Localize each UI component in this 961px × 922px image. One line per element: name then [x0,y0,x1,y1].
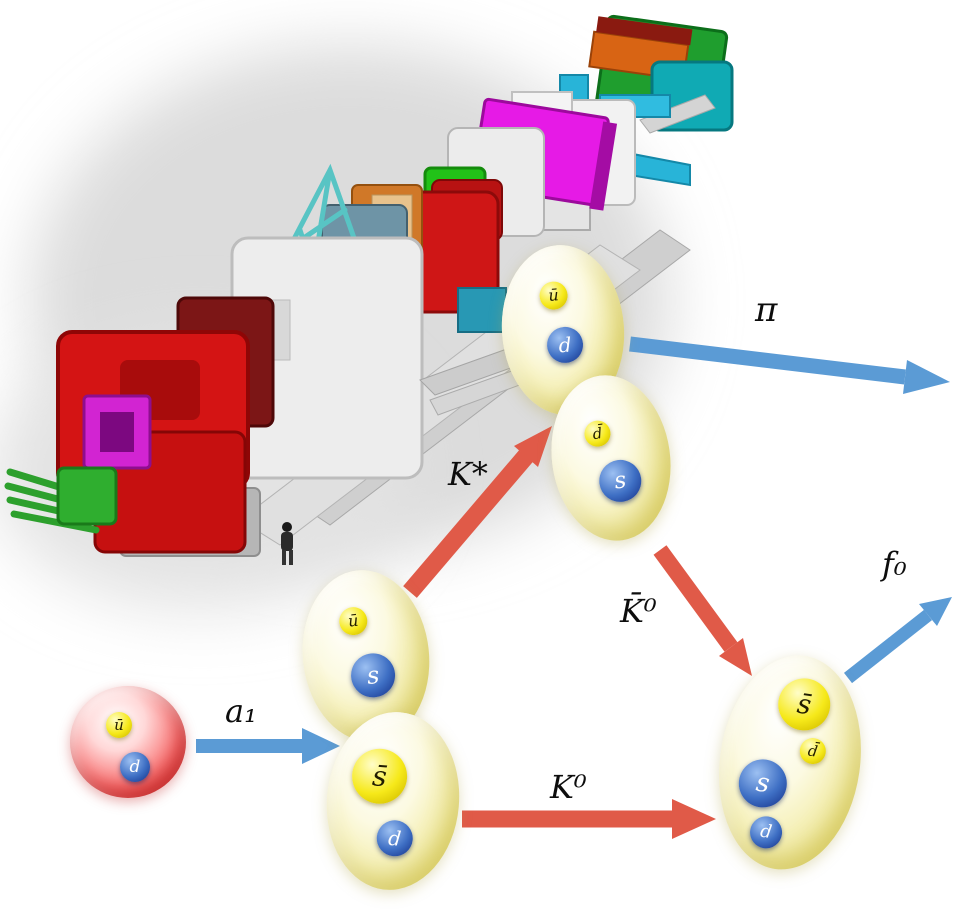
quark-sbar: s̄ [349,746,410,807]
human-scale-figure [281,522,293,565]
quark-s: s [735,756,790,811]
detector-gray-rail-right [639,94,716,134]
quark-ubar: ū [337,605,369,637]
arrow-a1 [196,728,340,764]
label-kbar0: K̄⁰ [620,592,657,630]
arrow-pi [629,336,950,394]
quark-ubar: ū [538,280,569,311]
detector-green-box-left [56,466,118,526]
quark-d: d [120,752,150,782]
initial-meson: ū d [70,686,186,798]
quark-sbar: s̄ [774,675,834,734]
detector-magenta-frame [82,394,152,470]
quark-d: d [545,325,585,365]
detector-teal-truss [267,163,363,293]
arrow-kstar [403,426,552,598]
detector-render [4,14,734,565]
label-k0: K⁰ [550,768,587,806]
arrow-kbar0 [653,545,752,676]
detector-cyan-small [457,287,507,333]
label-pi: π [755,290,778,330]
quark-s: s [596,457,644,505]
label-f0: f₀ [882,545,907,583]
quark-ubar: ū [106,712,132,738]
quark-dbar: d̄ [582,418,613,449]
quark-d: d [747,814,785,851]
quark-d: d [375,818,415,858]
quark-dbar: d̄ [798,736,828,766]
quark-s: s [348,651,398,700]
label-a1: a₁ [225,692,257,730]
arrow-f0 [843,597,952,684]
arrow-k0 [462,799,716,839]
label-kstar: K* [448,455,488,493]
